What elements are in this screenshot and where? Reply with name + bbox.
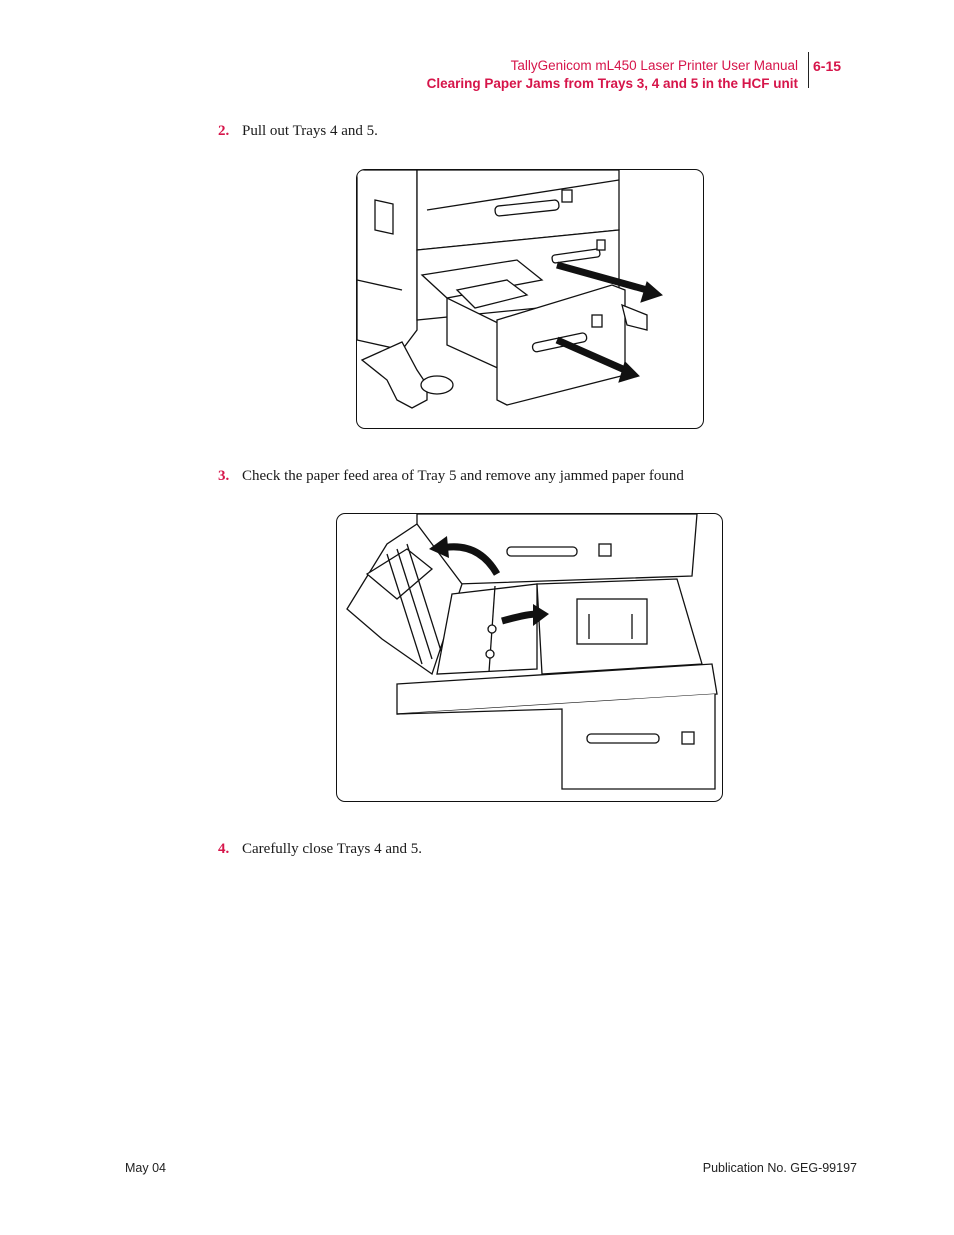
step-text: Pull out Trays 4 and 5.	[242, 123, 378, 139]
tray-feed-illustration	[346, 514, 718, 790]
step-3: 3. Check the paper feed area of Tray 5 an…	[218, 468, 684, 485]
header-divider	[808, 52, 809, 88]
printer-trays-illustration	[357, 170, 663, 409]
section-title: Clearing Paper Jams from Trays 3, 4 and …	[426, 76, 798, 91]
figure-pull-out-trays	[356, 169, 704, 429]
figure-paper-feed-area	[336, 513, 723, 802]
footer-publication: Publication No. GEG-99197	[702, 1161, 857, 1175]
step-number: 2.	[218, 123, 230, 139]
manual-title: TallyGenicom mL450 Laser Printer User Ma…	[510, 58, 798, 73]
step-number: 4.	[218, 841, 230, 857]
step-number: 3.	[218, 468, 230, 484]
step-4: 4. Carefully close Trays 4 and 5.	[218, 841, 422, 858]
page-number: 6-15	[813, 58, 842, 74]
step-text: Carefully close Trays 4 and 5.	[242, 841, 422, 857]
step-text: Check the paper feed area of Tray 5 and …	[242, 468, 684, 484]
footer-date: May 04	[125, 1161, 166, 1175]
step-2: 2. Pull out Trays 4 and 5.	[218, 123, 378, 140]
